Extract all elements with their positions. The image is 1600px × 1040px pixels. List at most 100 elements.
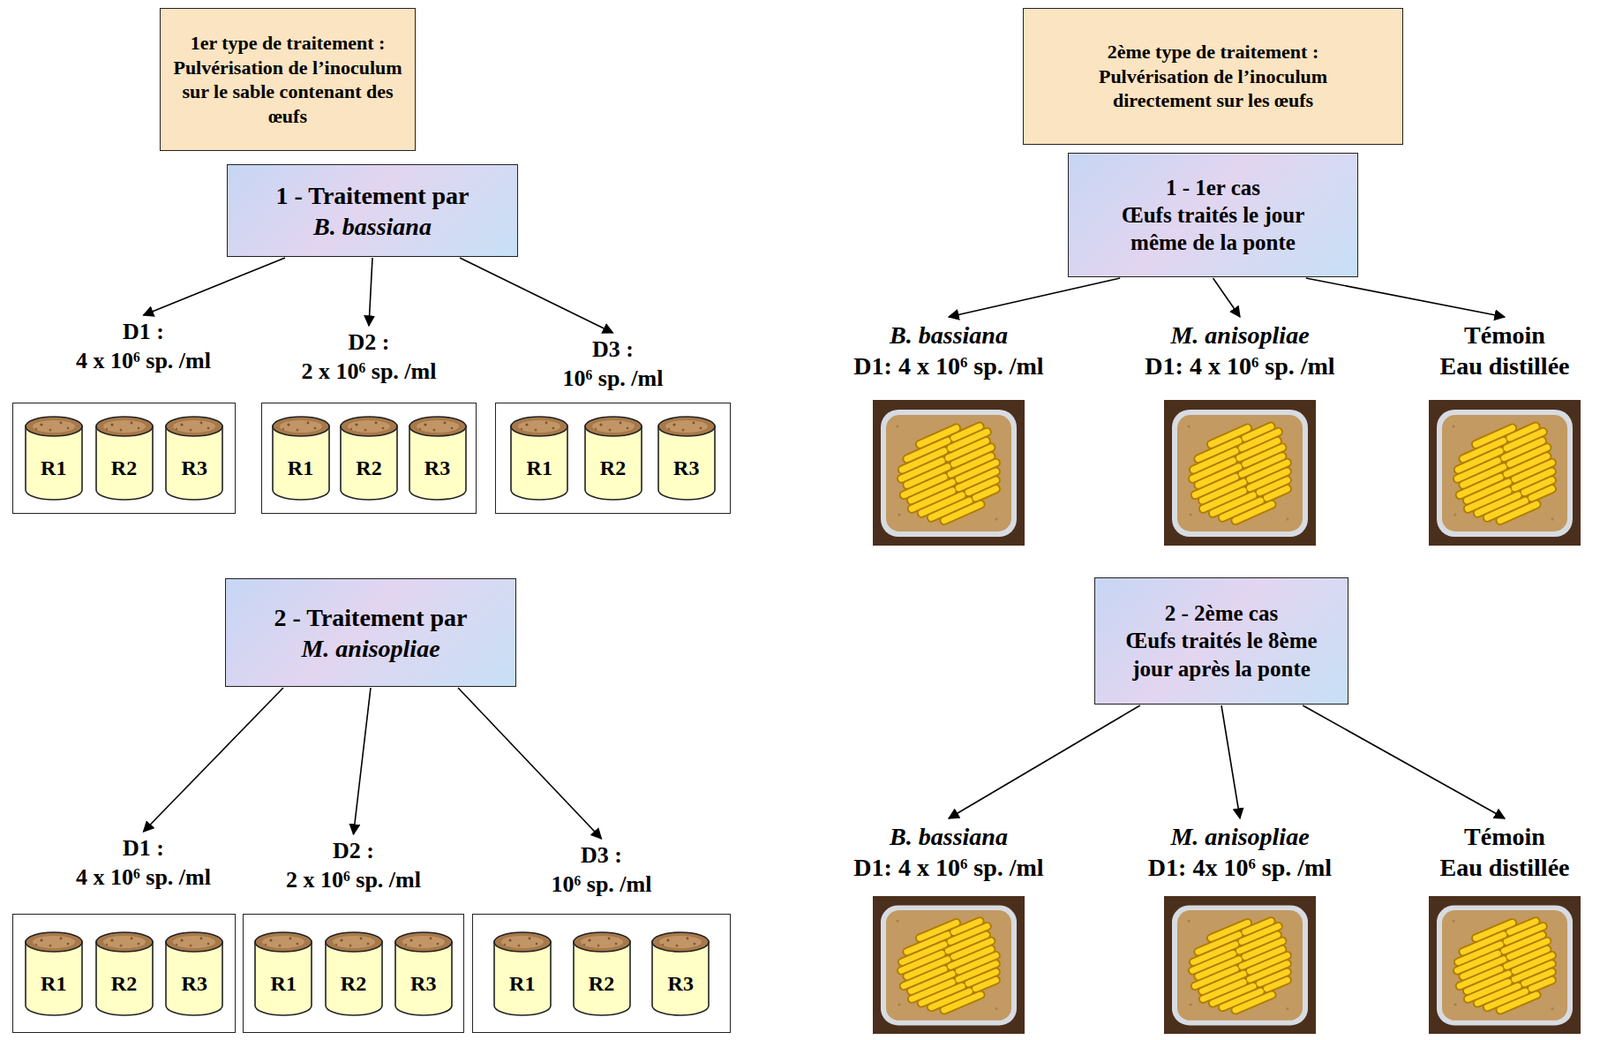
sand-pot: R2 <box>94 929 155 1018</box>
sample-heading: B. bassianaD1: 4 x 10⁶ sp. /ml <box>820 319 1077 382</box>
dose-group: D3 :10⁶ sp. /mlR1R2R3 <box>472 841 731 1033</box>
sand-pot: R1 <box>270 413 331 503</box>
arrow-connector <box>948 705 1141 819</box>
sample-heading: TémoinEau distillée <box>1416 820 1593 883</box>
treatment-box: 1 - Traitement parB. bassiana <box>226 164 519 257</box>
arrow-connector <box>143 257 286 316</box>
sand-pot: R3 <box>164 929 225 1018</box>
egg-container: B. bassianaD1: 4 x 10⁶ sp. /ml <box>820 820 1077 1034</box>
egg-container: B. bassianaD1: 4 x 10⁶ sp. /ml <box>820 319 1077 546</box>
pot-tray: R1 R2 R3 <box>261 402 477 514</box>
sand-pot: R2 <box>571 929 632 1018</box>
box-text: Œufs traités le 8ème jour après la ponte <box>1112 626 1330 683</box>
arrow-connector <box>353 687 372 834</box>
sample-text: M. anisopliae <box>1111 319 1368 351</box>
pot-label: R2 <box>355 454 382 481</box>
pot-label: R1 <box>270 969 297 997</box>
sample-text: M. anisopliae <box>1111 820 1368 852</box>
pot-tray: R1 R2 R3 <box>12 402 236 514</box>
pot-label: R3 <box>424 454 451 481</box>
dose-text: D3 : <box>495 335 731 365</box>
sand-pot: R1 <box>23 929 84 1018</box>
arrow-connector <box>1302 705 1505 819</box>
egg-photo <box>1164 399 1316 546</box>
egg-container: TémoinEau distillée <box>1416 319 1593 546</box>
dose-group: D3 :10⁶ sp. /mlR1R2R3 <box>495 335 731 514</box>
dose-text: 4 x 10⁶ sp. /ml <box>31 863 256 893</box>
treatment-type-header: 2ème type de traitement :Pulvérisation d… <box>1022 7 1404 145</box>
dose-heading: D1 :4 x 10⁶ sp. /ml <box>31 833 256 892</box>
sample-text: D1: 4 x 10⁶ sp. /ml <box>820 851 1077 883</box>
pot-label: R3 <box>673 454 699 481</box>
sample-heading: M. anisopliaeD1: 4x 10⁶ sp. /ml <box>1111 820 1368 883</box>
dose-group: D2 :2 x 10⁶ sp. /mlR1 R2 R3 <box>242 836 465 1033</box>
pot-label: R3 <box>668 969 694 997</box>
pot-label: R2 <box>111 969 137 997</box>
pot-label: R1 <box>509 969 535 997</box>
pot-label: R1 <box>40 969 67 997</box>
dose-text: D2 : <box>242 836 465 866</box>
sand-pot: R3 <box>650 929 711 1018</box>
pot-label: R3 <box>181 969 208 997</box>
sand-pot: R1 <box>492 929 553 1018</box>
sample-heading: M. anisopliaeD1: 4 x 10⁶ sp. /ml <box>1111 319 1368 382</box>
arrow-connector <box>948 277 1120 317</box>
pot-label: R3 <box>181 454 208 481</box>
sample-text: B. bassiana <box>820 820 1077 852</box>
sand-pot: R3 <box>656 413 717 503</box>
egg-photo <box>872 399 1025 546</box>
arrow-connector <box>1213 277 1241 317</box>
dose-text: D1 : <box>31 833 256 864</box>
pot-label: R1 <box>287 454 314 481</box>
pot-label: R3 <box>410 969 436 997</box>
arrow-connector <box>143 687 285 832</box>
sand-pot: R2 <box>583 413 644 503</box>
box-text: 2 - 2ème cas <box>1164 599 1278 627</box>
sand-pot: R1 <box>509 413 570 503</box>
sand-pot: R1 <box>253 929 314 1018</box>
pot-label: R1 <box>40 454 67 481</box>
dose-text: D2 : <box>261 328 477 358</box>
pot-label: R2 <box>111 454 137 481</box>
header-text: 2ème type de traitement : <box>1107 39 1319 65</box>
sand-pot: R3 <box>393 929 454 1018</box>
sand-pot: R2 <box>94 413 155 503</box>
egg-photo <box>1428 399 1581 546</box>
sample-text: Témoin <box>1416 319 1593 351</box>
box-text: B. bassiana <box>313 210 432 242</box>
sample-text: D1: 4x 10⁶ sp. /ml <box>1111 851 1368 883</box>
sand-pot: R2 <box>323 929 384 1018</box>
egg-container: M. anisopliaeD1: 4 x 10⁶ sp. /ml <box>1111 319 1368 546</box>
treatment-box: 1 - 1er casŒufs traités le jour même de … <box>1067 152 1359 278</box>
pot-label: R2 <box>588 969 615 997</box>
dose-heading: D1 :4 x 10⁶ sp. /ml <box>31 317 256 376</box>
pot-label: R2 <box>340 969 367 997</box>
box-text: 2 - Traitement par <box>273 601 467 633</box>
sample-text: D1: 4 x 10⁶ sp. /ml <box>820 350 1077 382</box>
sample-text: B. bassiana <box>820 319 1077 351</box>
dose-text: D3 : <box>472 841 731 871</box>
sand-pot: R1 <box>23 413 84 503</box>
sample-text: D1: 4 x 10⁶ sp. /ml <box>1111 350 1368 382</box>
sample-text: Témoin <box>1416 820 1593 852</box>
pot-tray: R1 R2 R3 <box>242 913 465 1033</box>
sample-text: Eau distillée <box>1416 851 1593 883</box>
dose-text: 2 x 10⁶ sp. /ml <box>261 357 477 387</box>
box-text: 1 - 1er cas <box>1165 173 1261 202</box>
egg-photo <box>872 895 1025 1034</box>
arrow-connector <box>1306 277 1505 317</box>
egg-container: TémoinEau distillée <box>1416 820 1593 1034</box>
dose-heading: D2 :2 x 10⁶ sp. /ml <box>261 328 477 386</box>
sample-heading: B. bassianaD1: 4 x 10⁶ sp. /ml <box>820 820 1077 883</box>
dose-text: D1 : <box>31 317 256 347</box>
header-text: Pulvérisation de l’inoculum sur le sable… <box>169 55 406 129</box>
pot-label: R2 <box>600 454 626 481</box>
dose-group: D2 :2 x 10⁶ sp. /mlR1 R2 R3 <box>261 328 477 514</box>
treatment-box: 2 - 2ème casŒufs traités le 8ème jour ap… <box>1094 577 1349 705</box>
sample-heading: TémoinEau distillée <box>1416 319 1593 382</box>
dose-text: 4 x 10⁶ sp. /ml <box>31 346 256 376</box>
egg-container: M. anisopliaeD1: 4x 10⁶ sp. /ml <box>1111 820 1368 1034</box>
dose-text: 2 x 10⁶ sp. /ml <box>242 865 465 895</box>
